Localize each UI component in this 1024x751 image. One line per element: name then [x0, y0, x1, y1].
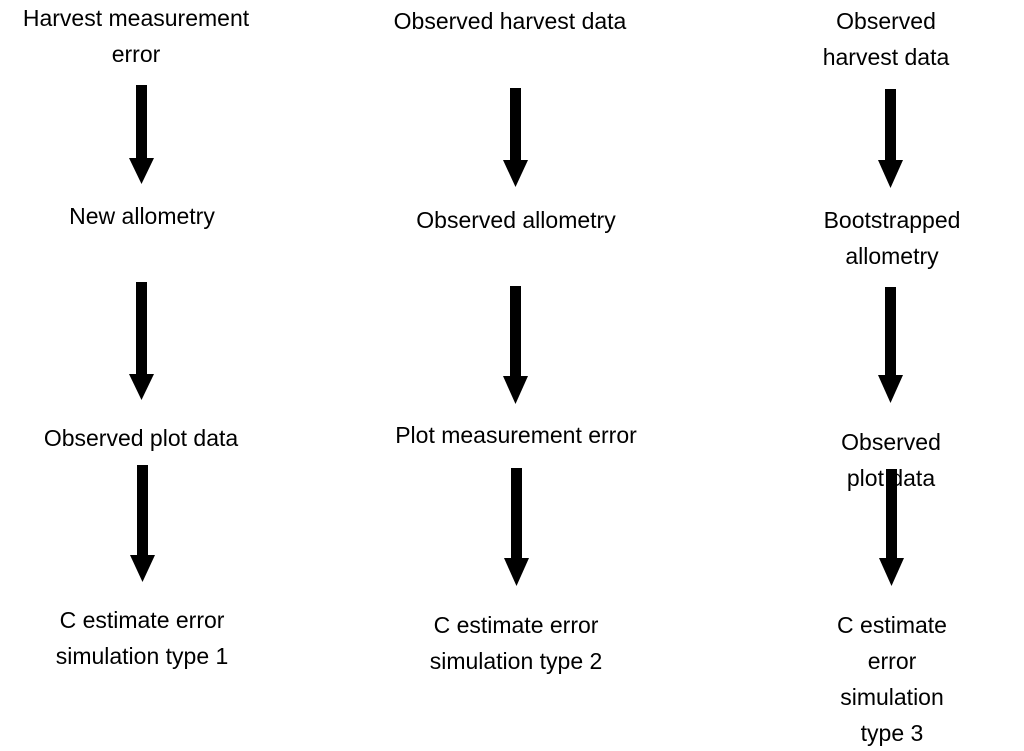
arrow-down-icon	[130, 465, 155, 582]
arrow-down-icon	[878, 287, 903, 403]
col1-step1-harvest-measurement-error: Harvest measurement error	[22, 5, 250, 67]
arrow-down-icon	[504, 468, 529, 586]
col2-step4-c-estimate-error-type-2: C estimate error simulation type 2	[429, 612, 603, 674]
arrow-down-icon	[503, 88, 528, 187]
arrow-down-icon	[503, 286, 528, 404]
col3-step3-observed-plot-data: Observed plot data	[841, 429, 941, 491]
col3-step2-bootstrapped-allometry: Bootstrapped allometry	[823, 207, 961, 269]
col3-step1-observed-harvest-data: Observed harvest data	[822, 8, 950, 70]
col2-step3-plot-measurement-error: Plot measurement error	[395, 422, 637, 448]
arrows-layer: .shaft { fill: #000000; } .head { fill: …	[129, 85, 904, 586]
col2-step2-observed-allometry: Observed allometry	[416, 207, 616, 233]
arrow-down-icon	[129, 85, 154, 184]
col1-step2-new-allometry: New allometry	[69, 203, 215, 229]
arrow-down-icon	[879, 469, 904, 586]
col2-step1-observed-harvest-data: Observed harvest data	[393, 8, 627, 34]
arrow-down-icon	[129, 282, 154, 400]
col1-step4-c-estimate-error-type-1: C estimate error simulation type 1	[55, 607, 229, 669]
arrow-down-icon	[878, 89, 903, 188]
col1-step3-observed-plot-data: Observed plot data	[43, 425, 239, 451]
